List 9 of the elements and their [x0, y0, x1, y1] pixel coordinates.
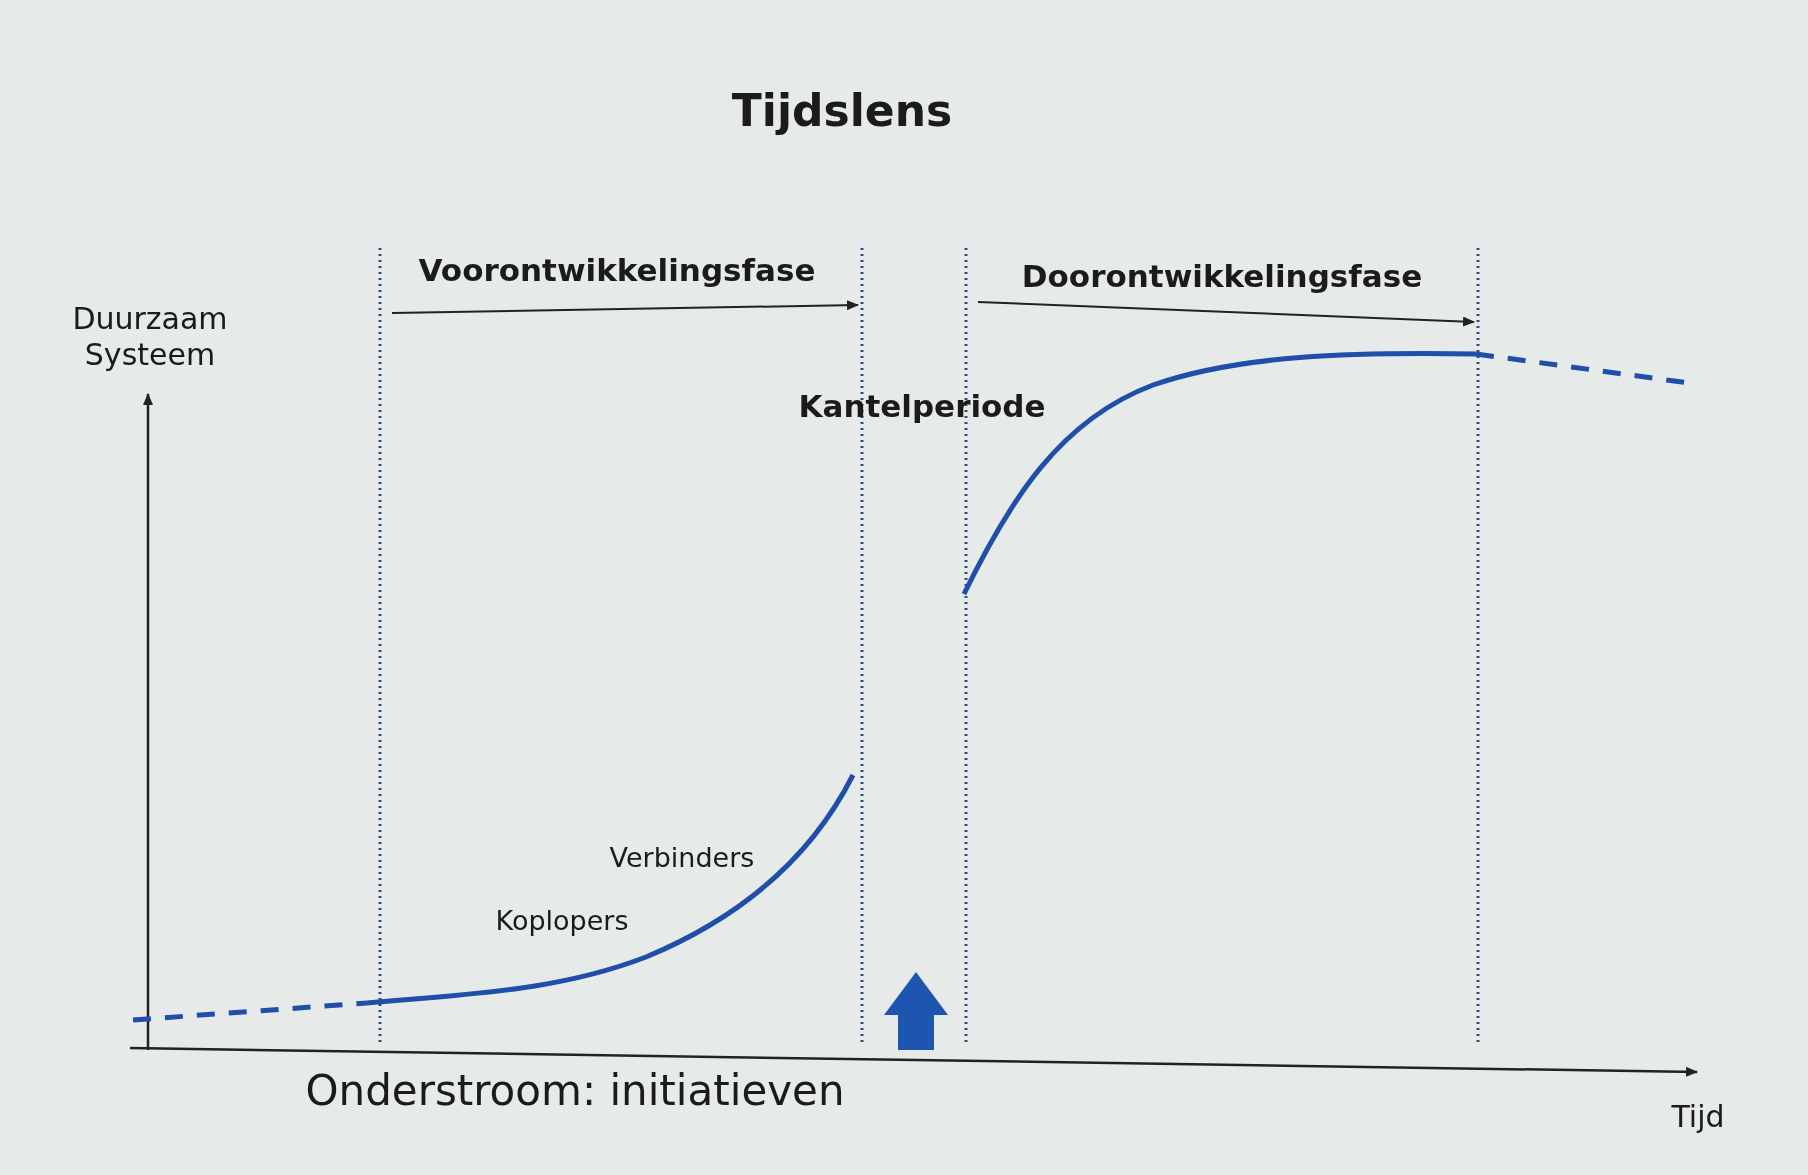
curve-label: Koplopers: [495, 904, 629, 936]
undercurrent-label: Onderstroom: initiatieven: [305, 1065, 845, 1115]
axis-label: Tijd: [1671, 1098, 1725, 1134]
axis-label: Duurzaam Systeem: [71, 301, 229, 373]
curve-label: Verbinders: [609, 841, 755, 873]
phase-label: Doorontwikkelingsfase: [1021, 258, 1423, 294]
period-label: Kantelperiode: [798, 388, 1046, 424]
diagram-title: Tijdslens: [731, 84, 953, 136]
phase-label: Voorontwikkelingsfase: [418, 252, 816, 288]
